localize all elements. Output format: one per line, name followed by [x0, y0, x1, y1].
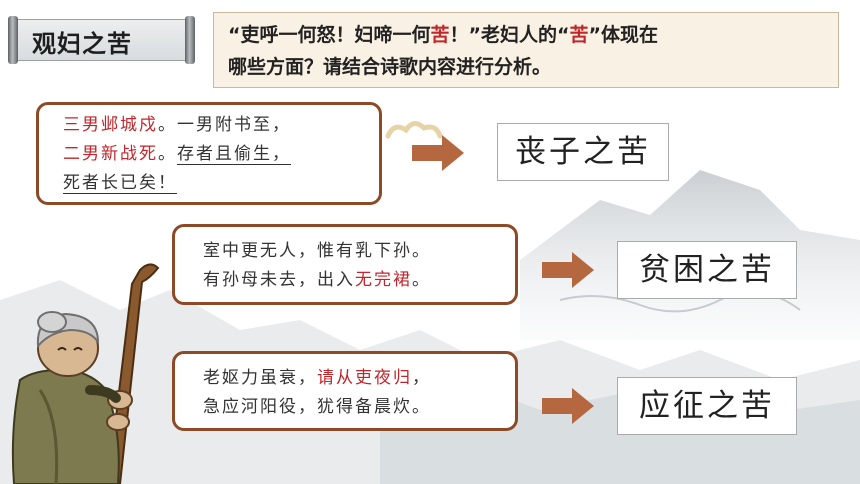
answer-box-3: 应征之苦 — [617, 377, 797, 435]
poem-text: 。 — [412, 270, 431, 290]
poem-underlined-text: 死者长已矣！ — [63, 173, 177, 194]
question-text: ！”老妇人的“ — [449, 24, 570, 46]
poem-line: 急应河阳役，犹得备晨炊。 — [203, 397, 431, 417]
question-box: “吏呼一何怒！妇啼一何苦！”老妇人的“苦”体现在 哪些方面？请结合诗歌内容进行分… — [213, 12, 839, 88]
question-line-1: “吏呼一何怒！妇啼一何苦！”老妇人的“苦”体现在 — [228, 19, 824, 51]
poem-highlight: 三男邺城戍 — [63, 115, 158, 135]
scroll-paper — [18, 19, 185, 61]
poem-line: 二男新战死。存者且偷生， — [63, 140, 379, 169]
poem-line: 老妪力虽衰，请从吏夜归， — [203, 364, 515, 393]
poem-line: 室中更无人，惟有乳下孙。 — [203, 241, 431, 261]
poem-text: 老妪力虽衰， — [203, 368, 317, 388]
poem-line: 死者长已矣！ — [63, 169, 379, 198]
old-woman-illustration — [11, 263, 160, 484]
scroll-rod-left — [8, 16, 18, 64]
poem-text: ， — [412, 368, 431, 388]
poem-text: 。一男附书至， — [158, 115, 291, 135]
poem-highlight: 无完裙 — [355, 270, 412, 290]
arrow-right-icon — [542, 252, 594, 288]
question-text: “吏呼一何怒！妇啼一何 — [228, 24, 431, 46]
question-text: ”体现在 — [588, 24, 659, 46]
poem-box-2: 室中更无人，惟有乳下孙。 有孙母未去，出入无完裙。 — [172, 224, 518, 305]
scroll-rod-right — [185, 16, 195, 64]
page-title: 观妇之苦 — [32, 30, 132, 58]
poem-highlight: 二男新战死 — [63, 144, 158, 164]
question-highlight: 苦 — [430, 24, 450, 46]
poem-text: 有孙母未去，出入 — [203, 270, 355, 290]
title-scroll: 观妇之苦 — [8, 16, 195, 64]
poem-line: 三男邺城戍。一男附书至， — [63, 111, 379, 140]
poem-box-1: 三男邺城戍。一男附书至， 二男新战死。存者且偷生， 死者长已矣！ — [36, 102, 382, 205]
question-line-2: 哪些方面？请结合诗歌内容进行分析。 — [228, 56, 552, 78]
poem-text: 。 — [158, 144, 177, 164]
poem-underlined-text: 存者且偷生， — [177, 144, 291, 165]
answer-box-2: 贫困之苦 — [617, 241, 797, 299]
cloud-ornament-icon — [385, 121, 443, 139]
poem-highlight: 请从吏夜归 — [317, 368, 412, 388]
poem-box-3: 老妪力虽衰，请从吏夜归， 急应河阳役，犹得备晨炊。 — [172, 351, 518, 431]
question-highlight: 苦 — [569, 24, 589, 46]
arrow-right-icon — [412, 135, 464, 171]
arrow-right-icon — [542, 388, 594, 424]
poem-line: 有孙母未去，出入无完裙。 — [203, 266, 515, 295]
answer-box-1: 丧子之苦 — [497, 123, 669, 181]
